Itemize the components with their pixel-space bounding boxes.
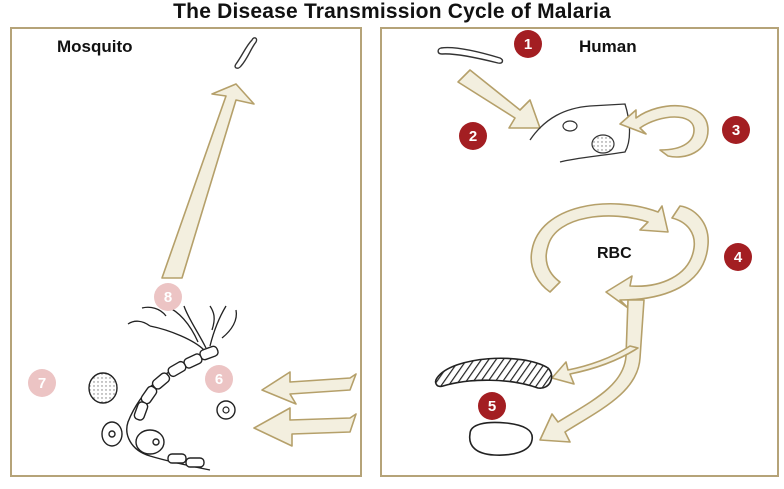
mosquito-sporozoite-drawing: [234, 37, 258, 69]
step-badge-6: 6: [205, 365, 233, 393]
liver-schizont-drawing: [591, 134, 615, 154]
step-number-2: 2: [469, 128, 477, 145]
rbc-label: RBC: [597, 245, 632, 262]
step-number-7: 7: [38, 375, 46, 392]
rbc-cycle-arrow-left: [530, 202, 669, 293]
step-badge-1: 1: [514, 30, 542, 58]
human-panel: [380, 27, 779, 477]
step-number-8: 8: [164, 289, 172, 306]
arrow-to-top: [161, 83, 255, 279]
liver-cell-nucleus: [562, 120, 578, 132]
arrow-to-gametocytes: [539, 299, 645, 443]
female-gametocyte-drawing: [468, 421, 533, 456]
diagram-title: The Disease Transmission Cycle of Malari…: [173, 0, 611, 23]
step-number-1: 1: [524, 36, 532, 53]
step-number-5: 5: [488, 398, 496, 415]
step-number-4: 4: [734, 249, 743, 266]
human-label: Human: [579, 37, 637, 56]
mosquito-label: Mosquito: [57, 37, 133, 56]
step-number-3: 3: [732, 122, 740, 139]
oocyst-drawing: [88, 372, 118, 404]
arrow-to-liver: [457, 69, 541, 129]
ookinete-inner: [222, 406, 230, 414]
step-badge-4: 4: [724, 243, 752, 271]
male-gametocyte-drawing: [434, 357, 553, 389]
arrow-liver-cycle: [619, 104, 709, 158]
rbc-cycle-arrow-right: [605, 205, 709, 309]
mosquito-gut-drawing: [101, 345, 219, 471]
arrow-to-mosquito-lower: [253, 407, 357, 447]
sporozoite-drawing: [437, 46, 504, 64]
arrow-branch-crescent: [551, 345, 639, 385]
arrow-to-mosquito-upper: [261, 371, 357, 405]
step-badge-3: 3: [722, 116, 750, 144]
step-badge-8: 8: [154, 283, 182, 311]
step-badge-7: 7: [28, 369, 56, 397]
step-badge-2: 2: [459, 122, 487, 150]
step-number-6: 6: [215, 371, 223, 388]
step-badge-5: 5: [478, 392, 506, 420]
